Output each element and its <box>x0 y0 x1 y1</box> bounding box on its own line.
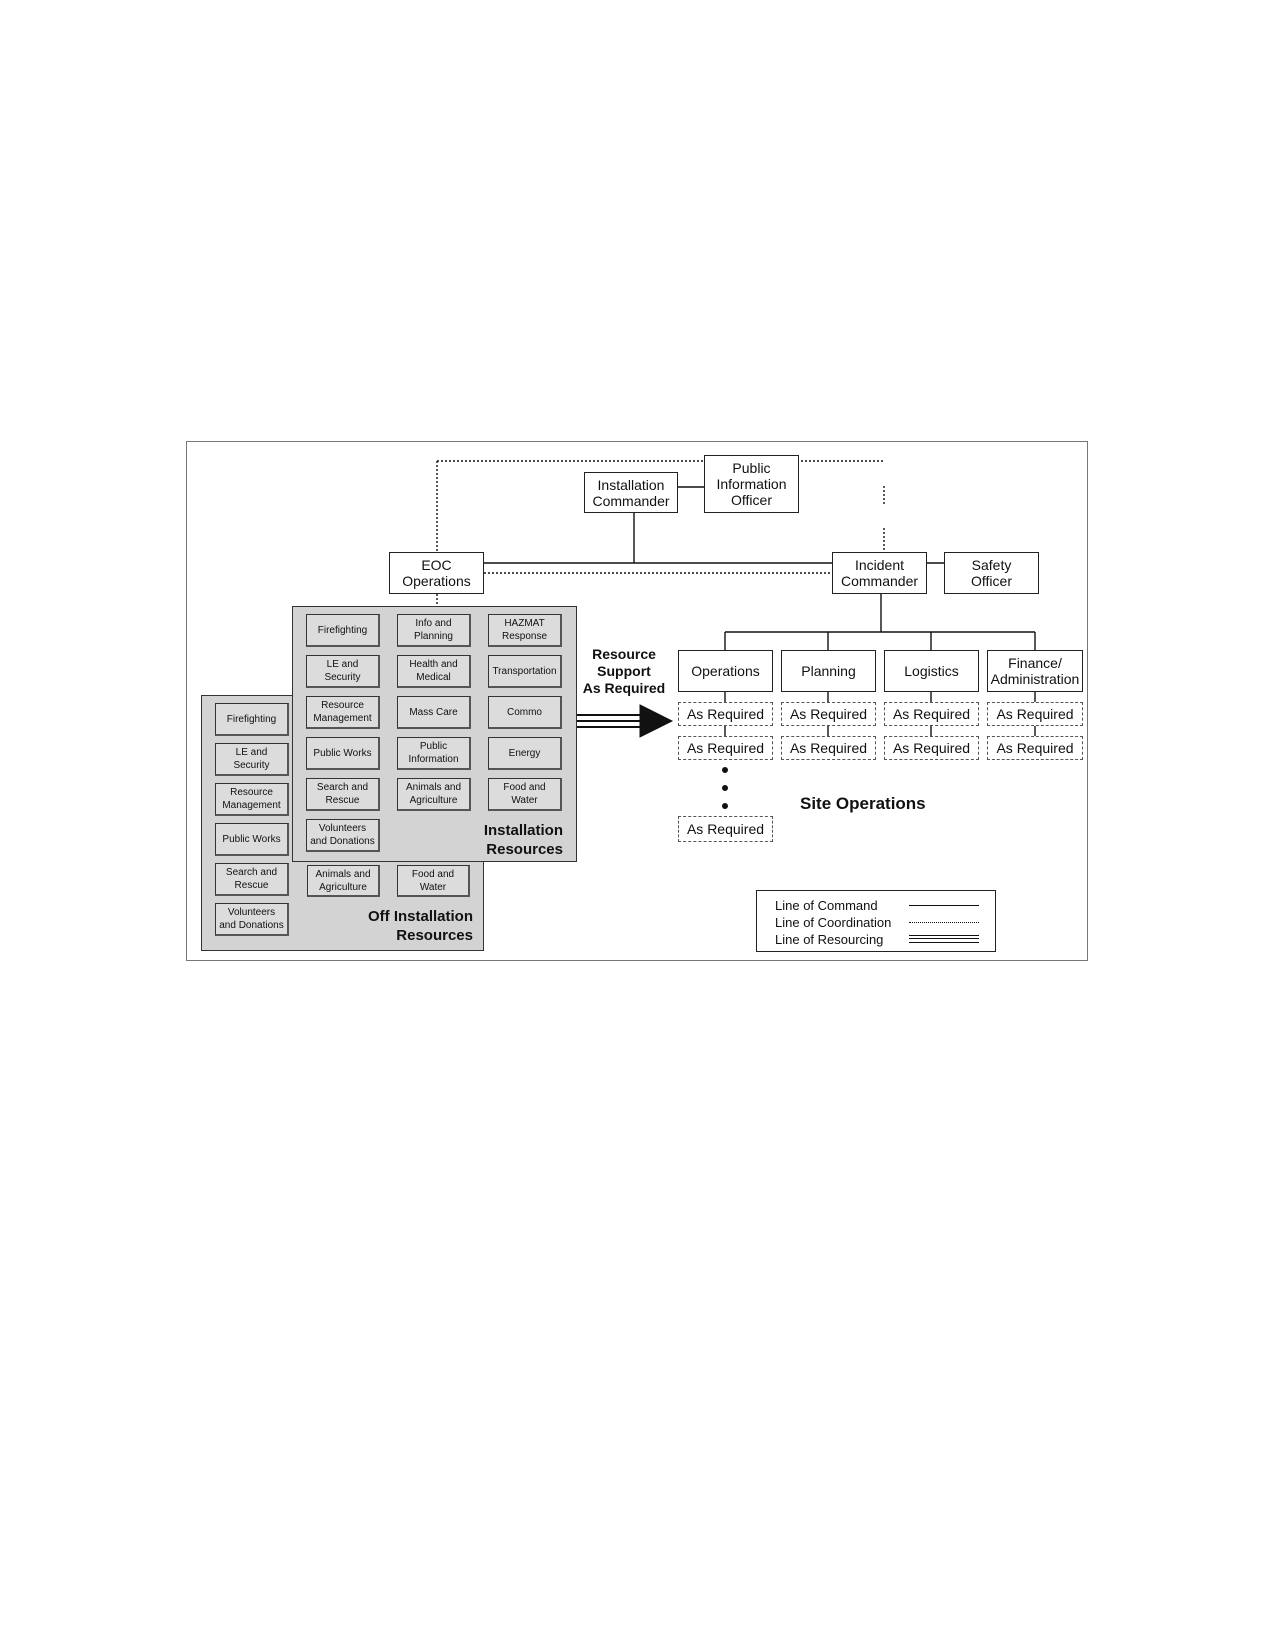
resource-energy: Energy <box>488 737 562 770</box>
resource-health-medical: Health and Medical <box>397 655 471 688</box>
resource-info-planning: Info and Planning <box>397 614 471 647</box>
legend-coordination-line <box>909 922 979 923</box>
resource-support-label: Resource Support As Required <box>582 646 666 696</box>
resource-hazmat-response: HAZMAT Response <box>488 614 562 647</box>
as-required-box: As Required <box>678 702 773 726</box>
resourcing-arrow <box>576 704 674 738</box>
legend-coordination-label: Line of Coordination <box>775 915 892 930</box>
off-resource-animals-agriculture: Animals and Agriculture <box>307 865 380 897</box>
resource-commo: Commo <box>488 696 562 729</box>
section-logistics-box: Logistics <box>884 650 979 692</box>
resource-firefighting: Firefighting <box>306 614 380 647</box>
as-required-box: As Required <box>987 702 1083 726</box>
public-information-officer-box: Public Information Officer <box>704 455 799 513</box>
as-required-box: As Required <box>678 816 773 842</box>
as-required-box: As Required <box>678 736 773 760</box>
off-resource-public-works: Public Works <box>215 823 289 856</box>
legend: Line of Command Line of Coordination Lin… <box>756 890 996 952</box>
legend-command-label: Line of Command <box>775 898 878 913</box>
resource-le-security: LE and Security <box>306 655 380 688</box>
off-resource-le-security: LE and Security <box>215 743 289 776</box>
legend-resourcing-line <box>909 935 979 943</box>
off-installation-resources-title: Off Installation Resources <box>368 908 473 944</box>
installation-resources-title: Installation Resources <box>483 822 563 858</box>
site-operations-label: Site Operations <box>800 794 926 813</box>
resource-food-water: Food and Water <box>488 778 562 811</box>
off-resource-volunteers-donations: Volunteers and Donations <box>215 903 289 936</box>
off-resource-food-water: Food and Water <box>397 865 470 897</box>
resource-public-works: Public Works <box>306 737 380 770</box>
as-required-box: As Required <box>781 736 876 760</box>
resource-transportation: Transportation <box>488 655 562 688</box>
section-operations-box: Operations <box>678 650 773 692</box>
safety-officer-box: Safety Officer <box>944 552 1039 594</box>
resource-public-information: Public Information <box>397 737 471 770</box>
off-resource-resource-management: Resource Management <box>215 783 289 816</box>
section-to-required-ticks <box>724 692 1036 736</box>
ellipsis-dot <box>722 785 728 791</box>
resource-search-rescue: Search and Rescue <box>306 778 380 811</box>
installation-commander-box: Installation Commander <box>584 472 678 513</box>
resource-animals-agriculture: Animals and Agriculture <box>397 778 471 811</box>
as-required-box: As Required <box>987 736 1083 760</box>
legend-command-line <box>909 905 979 906</box>
resource-volunteers-donations: Volunteers and Donations <box>306 819 380 852</box>
off-resource-firefighting: Firefighting <box>215 703 289 736</box>
as-required-box: As Required <box>884 702 979 726</box>
resource-mass-care: Mass Care <box>397 696 471 729</box>
as-required-box: As Required <box>781 702 876 726</box>
ellipsis-dot <box>722 803 728 809</box>
as-required-box: As Required <box>884 736 979 760</box>
off-resource-search-rescue: Search and Rescue <box>215 863 289 896</box>
resource-resource-management: Resource Management <box>306 696 380 729</box>
section-finance-administration-box: Finance/ Administration <box>987 650 1083 692</box>
eoc-operations-box: EOC Operations <box>389 552 484 594</box>
section-planning-box: Planning <box>781 650 876 692</box>
ellipsis-dot <box>722 767 728 773</box>
installation-resources-panel: Firefighting Info and Planning HAZMAT Re… <box>292 606 577 862</box>
incident-commander-box: Incident Commander <box>832 552 927 594</box>
legend-resourcing-label: Line of Resourcing <box>775 932 884 947</box>
